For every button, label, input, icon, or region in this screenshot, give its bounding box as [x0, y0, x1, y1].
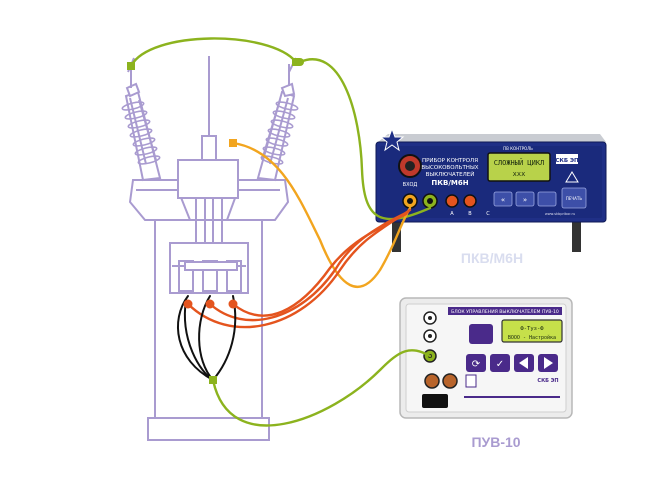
arrow-right-icon [544, 357, 553, 369]
breaker-base [147, 417, 270, 441]
pkv-site: www.skbpribor.ru [545, 212, 575, 216]
puv-caption: ПУВ-10 [471, 434, 520, 450]
puv-lcd-line-1: Ф-Туз-Ф [520, 326, 544, 332]
pkv-button-right[interactable] [515, 191, 535, 207]
puv-brand: СКБ ЭП [537, 378, 558, 384]
puv-ok-button[interactable] [490, 354, 510, 372]
pkv-button-print[interactable] [561, 187, 587, 209]
pkv-star-logo [379, 127, 405, 152]
contact-orange-rod [229, 139, 237, 147]
pkv-m6n-device: ВХОД ПРИБОР КОНТРОЛЯ ВЫСОКОВОЛЬТНЫХ ВЫКЛ… [375, 127, 607, 252]
arrow-left-icon [519, 357, 528, 369]
pkv-terminal-label-c: С [486, 211, 490, 217]
red-wire-3 [231, 212, 408, 317]
wires [129, 37, 432, 427]
pkv-lcd [487, 152, 551, 182]
contact-top-right-bend [296, 58, 304, 66]
pkv-title-2: ВЫСОКОВОЛЬТНЫХ [421, 165, 478, 171]
puv-lcd [501, 319, 563, 343]
right-insulator [256, 57, 299, 182]
black-wire-1 [176, 295, 214, 381]
pkv-button-left[interactable] [493, 191, 513, 207]
puv-power-switch[interactable] [422, 394, 448, 408]
pkv-brand: СКБ ЭП [555, 158, 579, 164]
puv-menu-button[interactable] [469, 324, 493, 344]
contact-phase-b [205, 299, 215, 309]
puv-socket-2[interactable] [442, 373, 458, 389]
pkv-terminal-b[interactable] [463, 194, 477, 208]
green-wire-to-pkv [298, 58, 432, 221]
pkv-terminal-a[interactable] [445, 194, 459, 208]
puv-lcd-line-2: ВООО - Настройка [508, 335, 556, 341]
red-wire-1 [186, 208, 412, 329]
refresh-icon: ⟳ [472, 359, 481, 370]
pkv-button-print-label: ПЕЧАТЬ [566, 196, 582, 201]
puv-socket-1[interactable] [424, 373, 440, 389]
pkv-lcd-line-2: ххх [513, 170, 526, 178]
contact-left-insulator [127, 62, 135, 70]
check-icon: ✓ [496, 359, 504, 370]
black-wire-4 [183, 299, 214, 381]
warning-icon [565, 171, 579, 183]
orange-wire [231, 141, 412, 289]
pkv-caption: ПКВ/М6Н [461, 250, 523, 266]
svg-text:»: » [523, 196, 527, 204]
contact-phase-c [228, 299, 238, 309]
contact-bundle-join [209, 376, 217, 384]
breaker-rod [201, 135, 217, 161]
left-insulator [121, 57, 162, 182]
pkv-title-3: ВЫКЛЮЧАТЕЛЕЙ [426, 171, 475, 178]
pkv-terminal-label-b: В [468, 211, 472, 217]
pkv-model: ПКВ/М6Н [431, 179, 468, 187]
pkv-title-1: ПРИБОР КОНТРОЛЯ [422, 158, 478, 164]
pkv-terminal-label-a: А [450, 211, 454, 217]
contact-phase-a [183, 299, 193, 309]
puv-reset-button[interactable] [466, 354, 486, 372]
green-wire-top [129, 37, 298, 68]
svg-text:«: « [501, 196, 505, 204]
connection-points [127, 58, 304, 384]
pkv-button-3[interactable] [537, 191, 557, 207]
pkv-input-label: ВХОД [403, 182, 418, 188]
puv-10-device: БЛОК УПРАВЛЕНИЯ ВЫКЛЮЧАТЕЛЕМ ПУВ-10 Ф-Ту… [399, 297, 573, 419]
pkv-header-label: ПВ КОНТРОЛЬ [503, 146, 533, 151]
pkv-lcd-line-1: СЛОЖНЫЙ ЦИКЛ [494, 158, 545, 167]
puv-title: БЛОК УПРАВЛЕНИЯ ВЫКЛЮЧАТЕЛЕМ ПУВ-10 [451, 309, 559, 315]
green-wire-to-puv [211, 349, 432, 427]
